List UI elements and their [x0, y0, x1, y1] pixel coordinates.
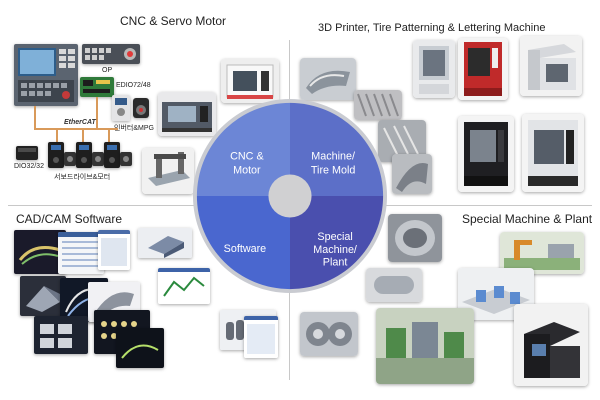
- tire-tread-image: [354, 90, 402, 120]
- cnc-controller-image: [14, 44, 78, 106]
- patterning-machine-white-image: [522, 114, 584, 192]
- simulator-cabin-image: [514, 304, 588, 386]
- cad-screenshot-image: [34, 316, 88, 354]
- mold-segment-image: [392, 154, 432, 194]
- cad-screenshot-image: [116, 328, 164, 368]
- quadrant-label: Machine/: [311, 151, 355, 163]
- inverter-image: [112, 95, 130, 121]
- central-circle-diagram: CNC & Motor Machine/ Tire Mold Software …: [192, 98, 388, 294]
- cad-screenshot-image: [158, 268, 210, 304]
- edio-board-image: [80, 77, 114, 97]
- cad-screenshot-image: [14, 230, 66, 274]
- quadrant-label: Special: [317, 231, 352, 243]
- connection-line: [34, 128, 118, 130]
- connection-line: [96, 97, 98, 128]
- engine-part-image: [300, 312, 358, 356]
- cnc-router-image: [142, 148, 194, 194]
- printed-part-image: [300, 58, 356, 100]
- quadrant-cnc-motor[interactable]: [196, 102, 290, 196]
- connection-line: [82, 128, 84, 142]
- cnc-section-title: CNC & Servo Motor: [120, 14, 227, 28]
- patterning-machine-black-image: [458, 116, 514, 192]
- 3d-printer-white-image: [413, 40, 455, 98]
- servo-drive-image: [104, 142, 120, 168]
- ethercat-label: EtherCAT: [64, 119, 96, 126]
- op-panel-image: [82, 44, 140, 64]
- servo-motor-image: [92, 152, 104, 166]
- servo-drive-image: [76, 142, 92, 168]
- quadrant-label: Plant: [323, 257, 348, 269]
- quadrant-label: Machine/: [313, 244, 357, 256]
- dio-module-image: [16, 146, 38, 160]
- servo-drive-image: [48, 142, 64, 168]
- cnc-lathe-image: [158, 92, 216, 136]
- servo-motor-image: [120, 152, 132, 166]
- connection-line: [34, 106, 36, 128]
- quadrant-label: Software: [224, 243, 266, 255]
- cad-screenshot-image: [20, 276, 66, 316]
- dio-label: DIO32/32: [14, 163, 44, 170]
- cnc-machining-center-image: [221, 59, 279, 103]
- quadrant-label: Motor: [233, 164, 261, 176]
- cad-3d-part-image: [138, 228, 192, 258]
- quadrant-label: Tire Mold: [311, 164, 355, 176]
- edio-label: EDIO72/48: [116, 82, 151, 89]
- quadrant-software[interactable]: [196, 196, 290, 290]
- printer-section-title: 3D Printer, Tire Patterning & Lettering …: [318, 22, 546, 34]
- cad-screenshot-image: [244, 316, 278, 358]
- quadrant-special-machine-plant[interactable]: [290, 196, 384, 290]
- robot-cell-image: [500, 232, 584, 274]
- lettering-machine-image: [520, 36, 582, 96]
- cad-screenshot-image: [98, 230, 130, 270]
- special-section-title: Special Machine & Plant: [462, 212, 593, 226]
- quadrant-label: CNC &: [230, 151, 264, 163]
- wheel-machining-image: [388, 214, 442, 262]
- factory-plant-image: [376, 308, 474, 384]
- connection-line: [56, 128, 58, 142]
- inverter-mpg-label: 인버터&MPG: [114, 125, 154, 132]
- connection-line: [108, 128, 110, 142]
- tank-image: [366, 268, 422, 302]
- center-hub: [268, 174, 312, 218]
- quadrant-machine-tire-mold[interactable]: [290, 102, 384, 196]
- cad-screenshot-image: [58, 232, 104, 274]
- mpg-image: [133, 98, 149, 118]
- op-label: OP: [102, 67, 113, 74]
- 3d-printer-red-image: [458, 38, 508, 100]
- servo-motor-image: [64, 152, 76, 166]
- cad-section-title: CAD/CAM Software: [16, 212, 123, 226]
- servo-label: 서보드라이브&모터: [54, 174, 111, 181]
